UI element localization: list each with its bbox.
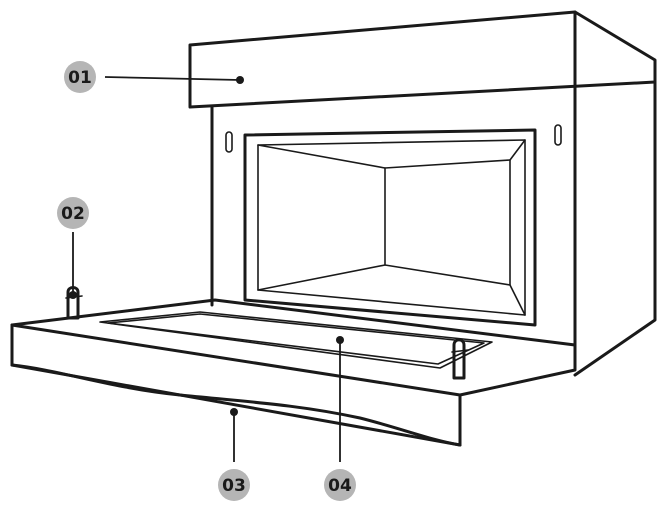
- callout-03: 03: [218, 469, 250, 501]
- hinge-right: [451, 338, 469, 380]
- callout-04: 04: [324, 469, 356, 501]
- callout-02-label: 02: [61, 204, 85, 224]
- callout-01: 01: [64, 61, 96, 93]
- oven-body: [188, 10, 657, 377]
- callout-04-label: 04: [328, 476, 352, 496]
- callout-leaders: [69, 76, 344, 462]
- oven-cavity: [243, 128, 537, 327]
- oven-door: [10, 298, 577, 447]
- callout-02: 02: [57, 197, 89, 229]
- callout-01-label: 01: [68, 68, 92, 88]
- callout-03-label: 03: [222, 476, 246, 496]
